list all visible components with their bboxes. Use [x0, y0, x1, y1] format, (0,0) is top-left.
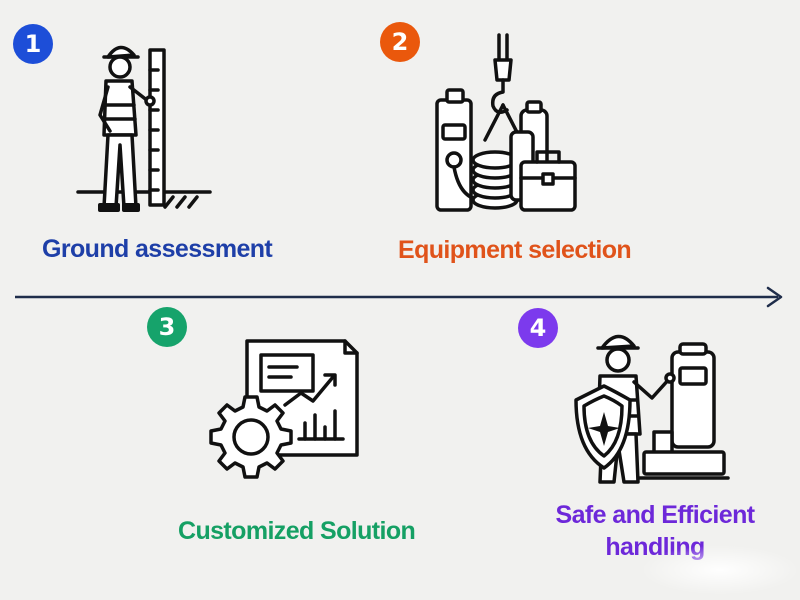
step-3-label: Customized Solution: [178, 517, 416, 545]
step-3-number-badge: 3: [147, 307, 187, 347]
step-1-label: Ground assessment: [42, 235, 273, 263]
step-1-number-badge: 1: [13, 24, 53, 64]
step-2-label: Equipment selection: [398, 236, 632, 264]
corner-glare: [640, 545, 800, 595]
gear-and-report-chart-icon: [209, 339, 359, 479]
step-2-number-badge: 2: [380, 22, 420, 62]
step-4-number-badge: 4: [518, 308, 558, 348]
worker-with-shield-and-machine-icon: [574, 334, 730, 484]
surveyor-with-measuring-staff-icon: [76, 45, 212, 212]
crane-hook-and-equipment-icon: [435, 33, 577, 212]
